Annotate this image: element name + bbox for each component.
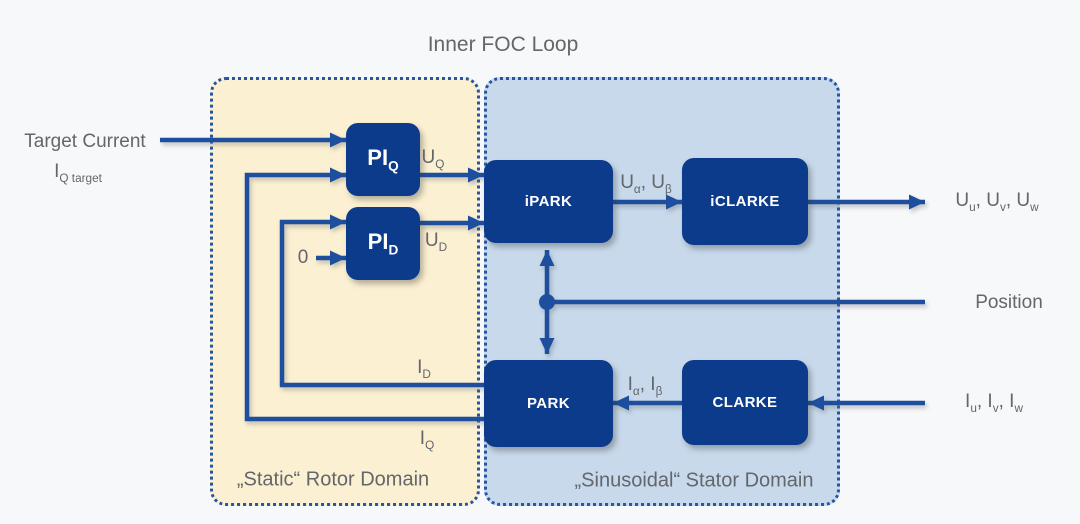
park-block: PARK xyxy=(484,360,613,447)
clarke-block-label: CLARKE xyxy=(712,394,778,411)
stator-domain-label: „Sinusoidal“ Stator Domain xyxy=(574,469,814,492)
pi-q-block: PIQ xyxy=(346,123,420,196)
iq-target-label: IQ target xyxy=(54,161,102,186)
u-alphabeta-signal-label: Uα, Uβ xyxy=(620,172,672,197)
rotor-domain-label: „Static“ Rotor Domain xyxy=(236,468,430,491)
pi-d-block-label: PID xyxy=(367,229,399,258)
zero-input-label: 0 xyxy=(297,247,309,268)
target-current-label: Target Current xyxy=(24,131,146,152)
junction-dot xyxy=(539,294,555,310)
i-alphabeta-signal-label: Iα, Iβ xyxy=(627,374,663,399)
iclarke-block: iCLARKE xyxy=(682,158,808,245)
ipark-block: iPARK xyxy=(484,160,613,243)
id-feedback-wire xyxy=(279,214,484,388)
ipark-block-label: iPARK xyxy=(524,193,573,210)
position-label: Position xyxy=(975,292,1043,313)
diagram-title: Inner FOC Loop xyxy=(427,33,579,56)
id-signal-label: ID xyxy=(417,357,431,382)
pi-d-block: PID xyxy=(346,207,420,280)
pi-q-block-label: PIQ xyxy=(367,145,399,174)
i-uvw-input-label: Iu, Iv, Iw xyxy=(965,391,1023,416)
clarke-block: CLARKE xyxy=(682,360,808,445)
ud-signal-label: UD xyxy=(424,230,448,255)
uq-signal-label: UQ xyxy=(421,147,445,172)
iq-signal-label: IQ xyxy=(419,428,435,453)
iq-feedback-wire xyxy=(244,167,484,422)
rotor-domain-region xyxy=(210,77,480,506)
iclarke-block-label: iCLARKE xyxy=(710,193,780,210)
park-block-label: PARK xyxy=(527,395,570,412)
u-uvw-output-label: Uu, Uv, Uw xyxy=(955,190,1039,215)
